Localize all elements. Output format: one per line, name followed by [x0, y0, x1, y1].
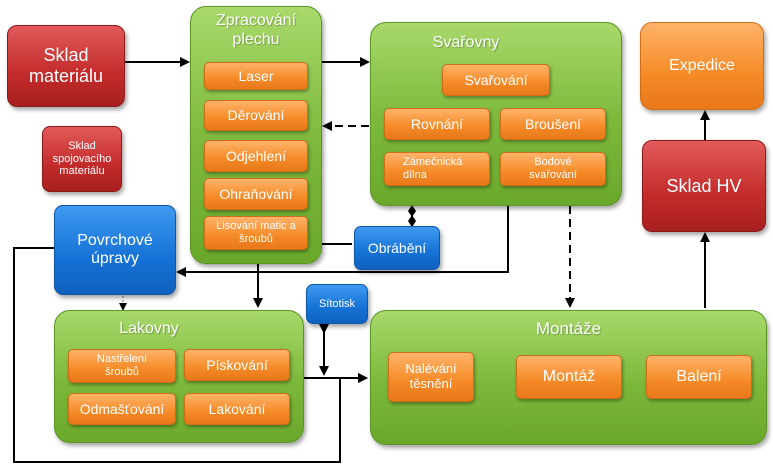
process-punching: Děrování: [204, 100, 308, 131]
process-pressing-label: Lisování matic a šroubů: [216, 220, 296, 245]
process-laser-label: Laser: [238, 67, 274, 84]
process-deburring: Odjehlení: [204, 140, 308, 172]
dispatch-label: Expedice: [669, 56, 735, 74]
edge-welding-machining-diamond-lower: [408, 215, 416, 227]
process-bending-label: Ohraňování: [219, 185, 293, 202]
process-packing: Balení: [646, 355, 752, 399]
process-pressing: Lisování matic a šroubů: [204, 216, 308, 250]
process-degreasing-label: Odmašťování: [79, 400, 165, 417]
process-stud-shooting-label: Nastřelení šroubů: [96, 353, 148, 378]
fastener-storage-label: Sklad spojovacího materiálu: [52, 140, 112, 178]
process-spot-welding: Bodové svařování: [500, 152, 606, 186]
process-sandblasting: Pískování: [184, 349, 290, 381]
process-sandblasting-label: Pískování: [206, 356, 268, 373]
welding-title: Svařovny: [432, 34, 500, 51]
screen-printing-label: Sítotisk: [318, 297, 356, 310]
dispatch: Expedice: [640, 22, 764, 110]
edge-welding-to-surface: [176, 204, 509, 277]
process-packing-label: Balení: [676, 367, 722, 385]
machining-label: Obrábění: [367, 239, 427, 256]
process-seal-filling: Nalévání těsnění: [388, 352, 474, 402]
surface-treatment-label: Povrchové úpravy: [77, 231, 153, 267]
assembly-title: Montáže: [535, 319, 602, 338]
process-bending: Ohraňování: [204, 178, 308, 210]
material-storage: Sklad materiálu: [7, 25, 125, 107]
machining: Obrábění: [354, 226, 440, 270]
process-straightening-label: Rovnání: [410, 115, 464, 132]
process-deburring-label: Odjehlení: [226, 147, 286, 164]
painting-title: Lakovny: [119, 320, 179, 337]
process-grinding: Broušení: [500, 108, 606, 140]
process-straightening: Rovnání: [384, 108, 490, 140]
finished-goods-label: Sklad HV: [666, 175, 742, 196]
process-spot-welding-label: Bodové svařování: [529, 156, 577, 181]
process-locksmith: Zámečnická dílna: [384, 152, 490, 186]
screen-printing: Sítotisk: [306, 284, 368, 324]
edge-welding-machining-diamond: [408, 205, 416, 217]
process-grinding-label: Broušení: [524, 115, 582, 132]
material-storage-label: Sklad materiálu: [28, 45, 104, 86]
process-montaz: Montáž: [516, 355, 622, 399]
fastener-storage: Sklad spojovacího materiálu: [42, 126, 122, 192]
process-degreasing: Odmašťování: [68, 393, 176, 425]
finished-goods-storage: Sklad HV: [642, 140, 766, 232]
process-locksmith-label: Zámečnická dílna: [403, 156, 463, 181]
process-punching-label: Děrování: [227, 107, 285, 124]
process-welding: Svařování: [442, 64, 550, 96]
process-stud-shooting: Nastřelení šroubů: [68, 349, 176, 383]
process-seal-filling-label: Nalévání těsnění: [405, 361, 457, 391]
process-painting-label: Lakování: [208, 400, 266, 417]
surface-treatment: Povrchové úpravy: [54, 205, 176, 295]
sheet-processing-title: Zpracování plechu: [215, 12, 297, 49]
process-welding-label: Svařování: [464, 71, 528, 88]
process-laser: Laser: [204, 62, 308, 90]
process-montaz-label: Montáž: [542, 367, 596, 385]
process-painting: Lakování: [184, 393, 290, 425]
